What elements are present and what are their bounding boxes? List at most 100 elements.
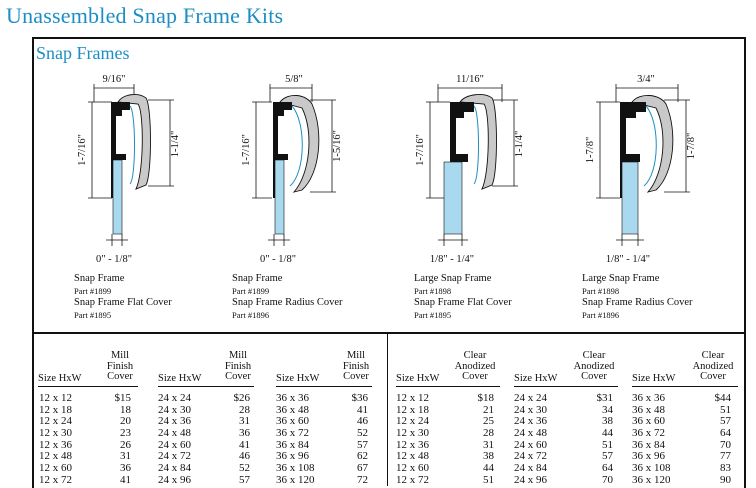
- header-line: Cover: [107, 371, 133, 382]
- size-cell: 24 x 36: [158, 415, 191, 428]
- size-cell: 36 x 36: [276, 392, 309, 404]
- size-cell: 12 x 72: [396, 473, 429, 486]
- size-cell: 24 x 96: [158, 473, 191, 486]
- table-row: 12 x 72 41: [39, 473, 131, 487]
- table-row: 36 x 36$36: [276, 392, 368, 405]
- diagram-4-caption: Large Snap Frame Part #1898 Snap Frame R…: [582, 273, 693, 321]
- size-cell: 36 x 36: [632, 392, 665, 404]
- size-cell: 24 x 84: [158, 462, 191, 475]
- size-cell: 24 x 24: [514, 392, 547, 404]
- diagram-1-caption: Snap Frame Part #1899 Snap Frame Flat Co…: [74, 273, 172, 321]
- size-cell: 12 x 30: [396, 427, 429, 440]
- size-cell: 24 x 30: [158, 403, 191, 416]
- price-cell: $18: [477, 392, 495, 404]
- table-row: 24 x 84 64: [514, 462, 613, 475]
- anodized-cover-header: Clear Anodized Cover: [688, 350, 738, 383]
- price-cell: 41: [357, 403, 368, 416]
- header-rule: [158, 386, 254, 387]
- cover-part: Part #1895: [414, 310, 452, 320]
- table-row: 12 x 12$15: [39, 392, 131, 405]
- price-cell: $44: [714, 392, 732, 404]
- header-line: Anodized: [692, 360, 734, 372]
- frame-part: Part #1899: [232, 286, 270, 296]
- size-cell: 36 x 108: [632, 462, 671, 475]
- snap-frame-diagram-1: 9/16" 1-7/16" 1-1/4" 0" - 1/8": [77, 62, 188, 272]
- left-dimension: 1-7/16": [77, 134, 88, 166]
- header-line: Cover: [343, 371, 369, 382]
- size-header: Size HxW: [276, 373, 320, 384]
- right-dimension: 1-5/16": [332, 130, 343, 162]
- size-cell: 12 x 12: [39, 392, 72, 404]
- size-cell: 12 x 72: [39, 473, 72, 486]
- price-cell: 46: [239, 450, 250, 463]
- size-cell: 12 x 12: [396, 392, 429, 404]
- size-cell: 36 x 60: [632, 415, 665, 428]
- table-row: 24 x 30 28: [158, 403, 250, 417]
- header-line: Finish: [224, 360, 252, 372]
- price-cell: 51: [602, 438, 613, 451]
- header-line: Cover: [225, 371, 251, 382]
- size-cell: 36 x 60: [276, 415, 309, 428]
- price-cell: 28: [239, 403, 250, 416]
- price-cell: 77: [720, 450, 731, 463]
- price-cell: 64: [602, 462, 613, 475]
- price-cell: 36: [120, 462, 131, 475]
- frame-name: Large Snap Frame: [582, 273, 660, 284]
- size-cell: 12 x 60: [39, 462, 72, 475]
- price-cell: 51: [483, 473, 494, 486]
- price-cell: 28: [483, 427, 494, 440]
- table-row: 24 x 24$26: [158, 392, 251, 405]
- header-line: Mill: [346, 350, 366, 361]
- size-cell: 36 x 96: [632, 450, 665, 463]
- right-dimension: 1-7/8": [686, 133, 697, 159]
- price-cell: 25: [483, 415, 494, 428]
- top-dimension: 11/16": [456, 74, 484, 85]
- table-row: 36 x 36 $44: [632, 392, 732, 405]
- left-dimension: 1-7/16": [241, 134, 252, 166]
- right-dimension: 1-1/4": [514, 131, 525, 157]
- price-cell: 18: [120, 403, 131, 416]
- diagram-3-caption: Large Snap Frame Part #1898 Snap Frame F…: [414, 273, 512, 321]
- size-cell: 36 x 120: [632, 473, 671, 486]
- price-cell: $31: [596, 392, 614, 404]
- left-dimension: 1-7/16": [415, 134, 426, 166]
- header-line: Clear: [701, 350, 725, 361]
- header-rule: [514, 386, 618, 387]
- frame-part: Part #1899: [74, 286, 112, 296]
- price-cell: $26: [233, 392, 251, 404]
- size-cell: 24 x 84: [514, 462, 547, 475]
- price-cell: 44: [602, 427, 613, 440]
- price-cell: 46: [357, 415, 368, 428]
- price-cell: 52: [357, 427, 368, 440]
- size-cell: 12 x 30: [39, 427, 72, 440]
- mill-cover-header: Mill Finish Cover: [104, 350, 136, 383]
- price-cell: 41: [120, 473, 131, 486]
- anodized-cover-header: Clear Anodized Cover: [569, 350, 619, 383]
- price-cell: 26: [120, 438, 131, 451]
- table-row: 24 x 60 51: [514, 438, 613, 452]
- size-cell: 36 x 84: [276, 438, 309, 451]
- price-cell: 51: [720, 403, 731, 416]
- cover-name: Snap Frame Flat Cover: [74, 297, 172, 308]
- header-line: Cover: [700, 371, 726, 382]
- size-cell: 24 x 60: [514, 438, 547, 451]
- price-cell: 23: [120, 427, 131, 440]
